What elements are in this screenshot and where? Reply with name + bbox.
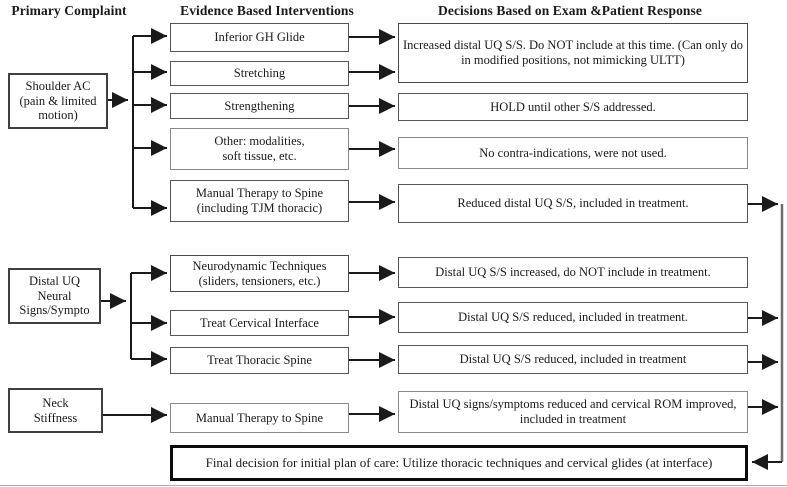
intervention-strengthening-box: Strengthening — [170, 93, 349, 119]
decision-reduced-included-cervical-box: Distal UQ S/S reduced, included in treat… — [398, 302, 748, 333]
intervention-inferior-gh-glide-box: Inferior GH Glide — [170, 23, 349, 52]
intervention-other-modalities-box: Other: modalities, soft tissue, etc. — [170, 128, 349, 170]
intervention-treat-cervical-box: Treat Cervical Interface — [170, 310, 349, 336]
intervention-manual-therapy-spine-box: Manual Therapy to Spine — [170, 403, 349, 433]
final-decision-box: Final decision for initial plan of care:… — [170, 445, 748, 481]
decision-no-contraindications-box: No contra-indications, were not used. — [398, 137, 748, 169]
complaint-shoulder-ac-box: Shoulder AC (pain & limited motion) — [8, 73, 108, 129]
column-header-interventions: Evidence Based Interventions — [180, 3, 354, 18]
column-header-primary-complaint: Primary Complaint — [11, 3, 127, 18]
column-header-decisions: Decisions Based on Exam &Patient Respons… — [438, 3, 702, 18]
intervention-treat-thoracic-box: Treat Thoracic Spine — [170, 347, 349, 374]
decision-increased-do-not-include-box: Distal UQ S/S increased, do NOT include … — [398, 257, 748, 288]
decision-hold-box: HOLD until other S/S addressed. — [398, 93, 748, 121]
bottom-divider — [0, 485, 787, 486]
decision-reduced-included-thoracic-box: Distal UQ S/S reduced, included in treat… — [398, 345, 748, 374]
intervention-stretching-box: Stretching — [170, 61, 349, 86]
complaint-neck-stiffness-box: Neck Stiffness — [8, 388, 103, 433]
complaint-distal-uq-box: Distal UQ Neural Signs/Sympto — [8, 268, 101, 324]
intervention-neurodynamic-box: Neurodynamic Techniques (sliders, tensio… — [170, 255, 349, 292]
decision-reduced-distal-uq-box: Reduced distal UQ S/S, included in treat… — [398, 184, 748, 223]
decision-reduced-rom-improved-box: Distal UQ signs/symptoms reduced and cer… — [398, 391, 748, 433]
decision-increased-distal-uq-box: Increased distal UQ S/S. Do NOT include … — [398, 23, 748, 83]
intervention-manual-therapy-tjm-box: Manual Therapy to Spine (including TJM t… — [170, 180, 349, 222]
